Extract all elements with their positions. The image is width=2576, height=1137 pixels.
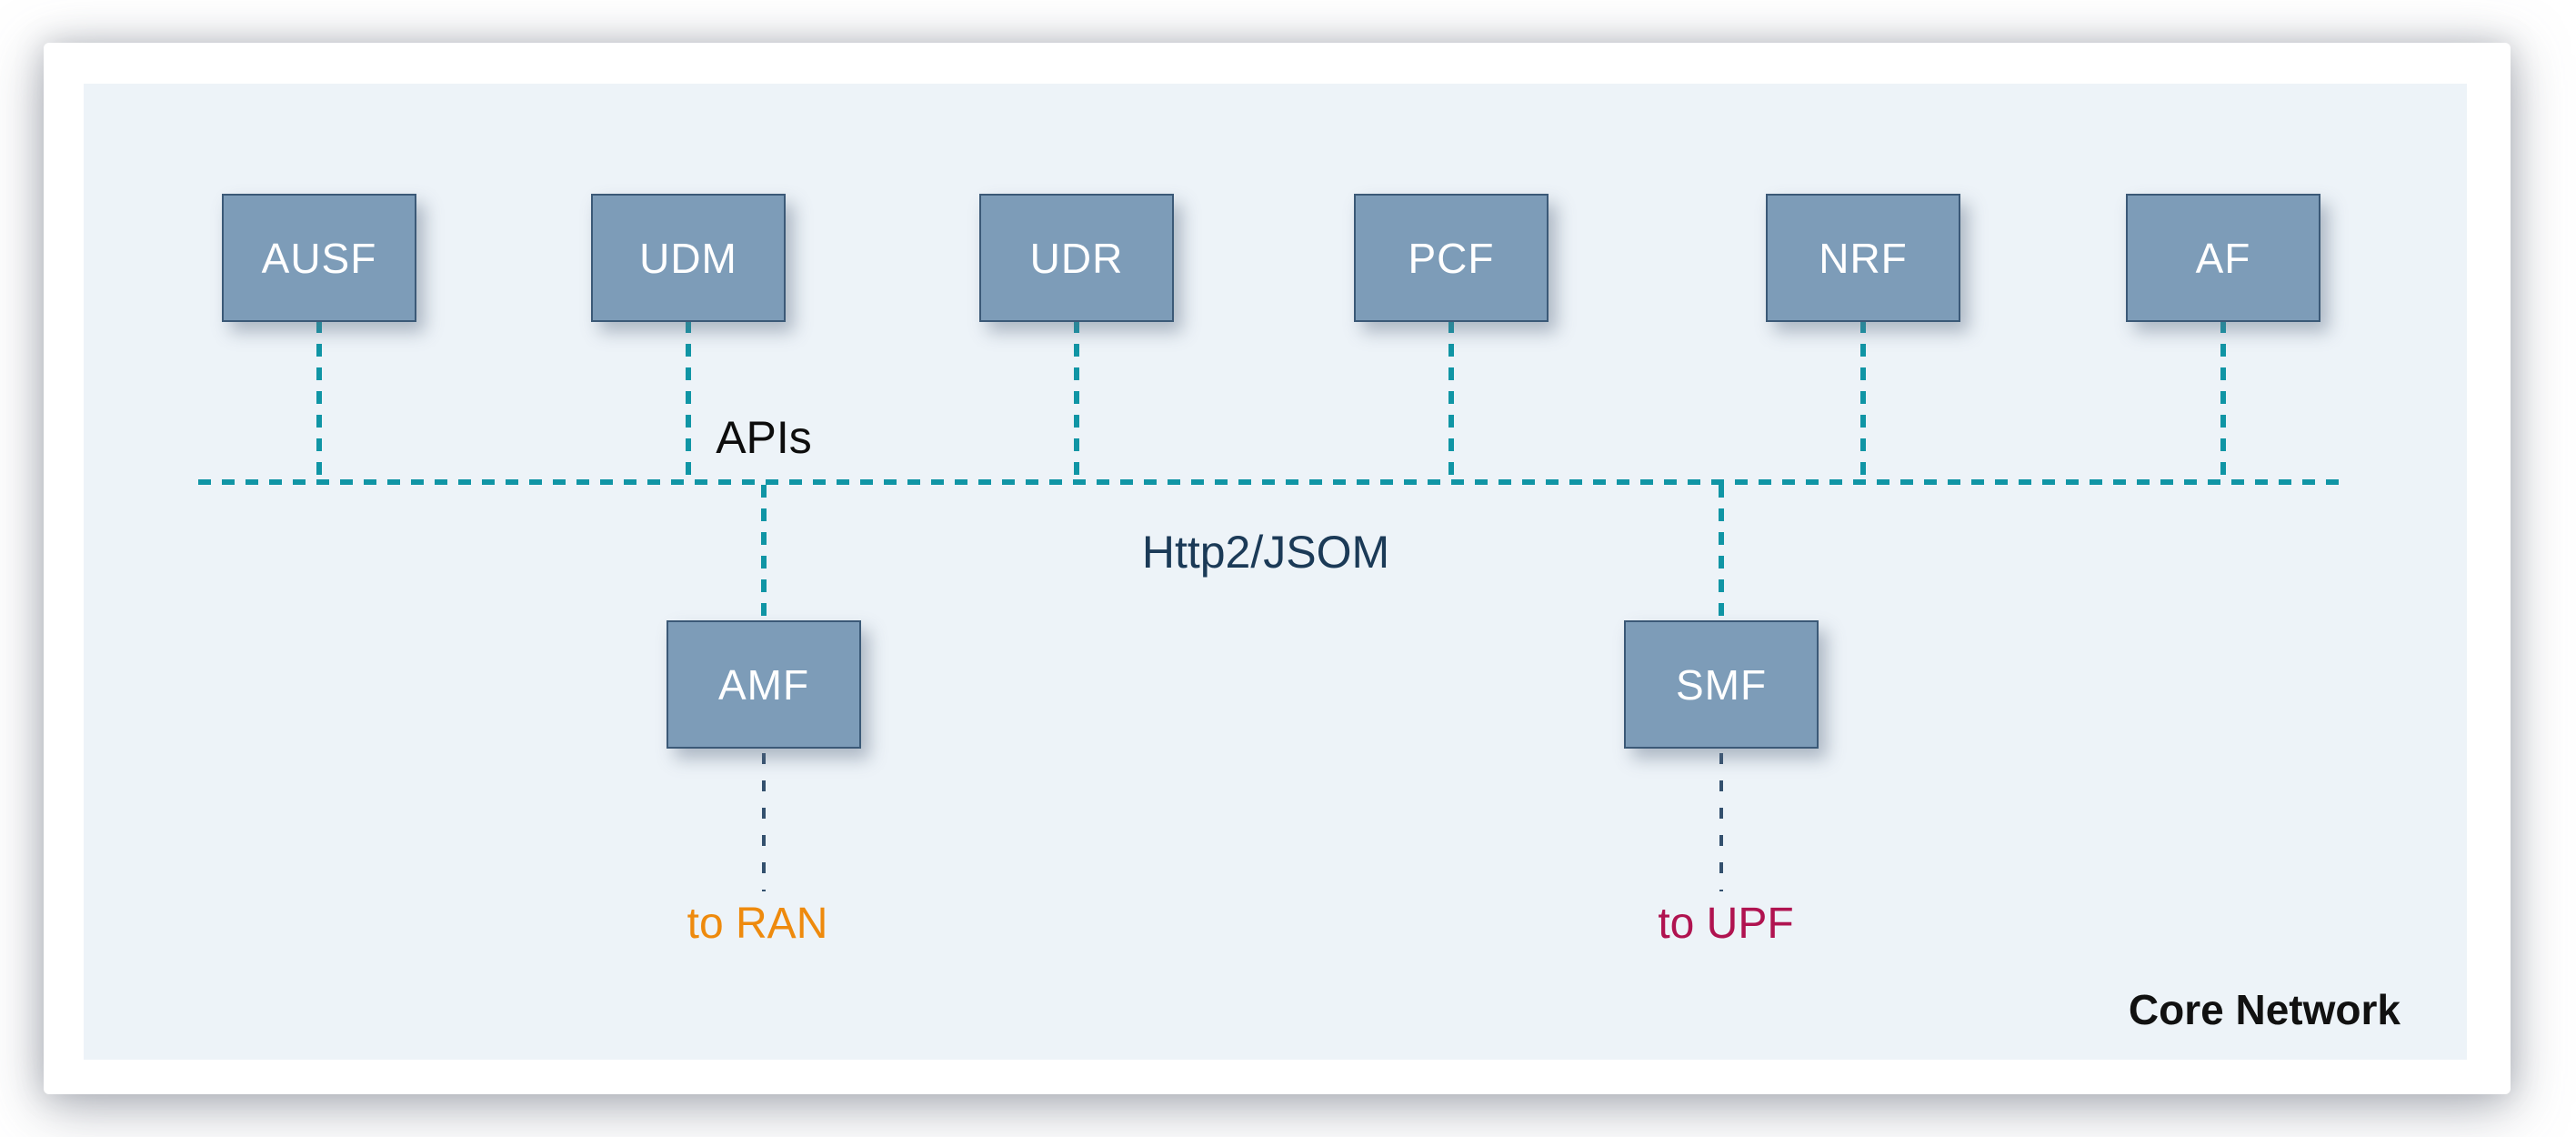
node-af-label: AF bbox=[2195, 234, 2251, 282]
node-af: AF bbox=[2126, 194, 2320, 322]
connector-bus-amf bbox=[761, 485, 767, 621]
node-udm: UDM bbox=[591, 194, 786, 322]
node-udr: UDR bbox=[979, 194, 1174, 322]
node-nrf-label: NRF bbox=[1819, 234, 1908, 282]
connector-udm-bus bbox=[686, 320, 691, 482]
connector-amf-ran bbox=[762, 753, 766, 891]
connector-udr-bus bbox=[1074, 320, 1079, 482]
connector-bus-smf bbox=[1719, 485, 1724, 621]
connector-nrf-bus bbox=[1860, 320, 1866, 482]
node-udr-label: UDR bbox=[1029, 234, 1124, 282]
api-bus-line bbox=[198, 479, 2344, 485]
node-udm-label: UDM bbox=[639, 234, 737, 282]
core-network-title: Core Network bbox=[2128, 986, 2401, 1033]
connector-ausf-bus bbox=[316, 320, 322, 482]
protocol-label: Http2/JSOM bbox=[1141, 527, 1390, 578]
node-nrf: NRF bbox=[1766, 194, 1960, 322]
diagram-card bbox=[44, 43, 2511, 1094]
node-pcf-label: PCF bbox=[1408, 234, 1495, 282]
node-smf: SMF bbox=[1624, 620, 1819, 749]
connector-pcf-bus bbox=[1448, 320, 1454, 482]
core-network-panel bbox=[84, 84, 2467, 1060]
to-ran-label: to RAN bbox=[687, 900, 828, 948]
node-smf-label: SMF bbox=[1675, 660, 1768, 709]
connector-smf-upf bbox=[1719, 753, 1723, 891]
apis-label: APIs bbox=[716, 412, 812, 463]
node-ausf: AUSF bbox=[222, 194, 416, 322]
node-amf-label: AMF bbox=[717, 660, 810, 709]
node-ausf-label: AUSF bbox=[261, 234, 377, 282]
to-upf-label: to UPF bbox=[1658, 900, 1794, 948]
node-pcf: PCF bbox=[1354, 194, 1549, 322]
node-amf: AMF bbox=[667, 620, 861, 749]
connector-af-bus bbox=[2220, 320, 2226, 482]
